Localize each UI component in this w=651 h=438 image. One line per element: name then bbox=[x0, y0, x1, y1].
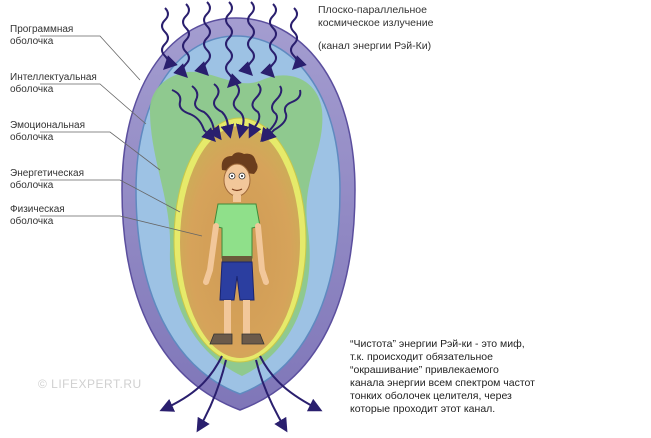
label-line: Плоско-параллельное bbox=[318, 4, 427, 16]
person-figure bbox=[203, 152, 269, 345]
label-line: Энергетическая bbox=[10, 168, 84, 179]
label-line: оболочка bbox=[10, 84, 54, 95]
reiki-note: “Чистота” энергии Рэй-ки - это миф, т.к.… bbox=[350, 338, 535, 416]
label-line: оболочка bbox=[10, 216, 54, 227]
label-line: оболочка bbox=[10, 132, 54, 143]
label-line: оболочка bbox=[10, 36, 54, 47]
note-line: канала энергии всем спектром частот bbox=[350, 377, 535, 389]
note-line: т.к. происходит обязательное bbox=[350, 351, 493, 363]
watermark: © LIFEXPERT.RU bbox=[38, 377, 142, 391]
label-programmatic-shell: Программная оболочка bbox=[10, 24, 73, 48]
label-line: космическое излучение bbox=[318, 17, 434, 29]
label-physical-shell: Физическая оболочка bbox=[10, 204, 65, 228]
label-intellectual-shell: Интеллектуальная оболочка bbox=[10, 72, 97, 96]
label-line: Программная bbox=[10, 24, 74, 35]
channel-label: (канал энергии Рэй-Ки) bbox=[318, 40, 432, 52]
note-line: тонких оболочек целителя, через bbox=[350, 390, 512, 402]
radiation-label: Плоско-параллельное космическое излучени… bbox=[318, 4, 434, 53]
radiation-arrows bbox=[161, 1, 307, 143]
note-line: “Чистота” энергии Рэй-ки - это миф, bbox=[350, 338, 525, 350]
leader-lines bbox=[40, 35, 203, 237]
label-line: Интеллектуальная bbox=[10, 72, 97, 83]
note-line: которые проходит этот канал. bbox=[350, 403, 496, 415]
label-line: оболочка bbox=[10, 180, 54, 191]
label-line: Физическая bbox=[10, 204, 65, 215]
label-energetic-shell: Энергетическая оболочка bbox=[10, 168, 84, 192]
label-emotional-shell: Эмоциональная оболочка bbox=[10, 120, 85, 144]
outgoing-arrows bbox=[159, 355, 323, 433]
label-line: Эмоциональная bbox=[10, 120, 86, 131]
note-line: “окрашивание” привлекаемого bbox=[350, 364, 499, 376]
